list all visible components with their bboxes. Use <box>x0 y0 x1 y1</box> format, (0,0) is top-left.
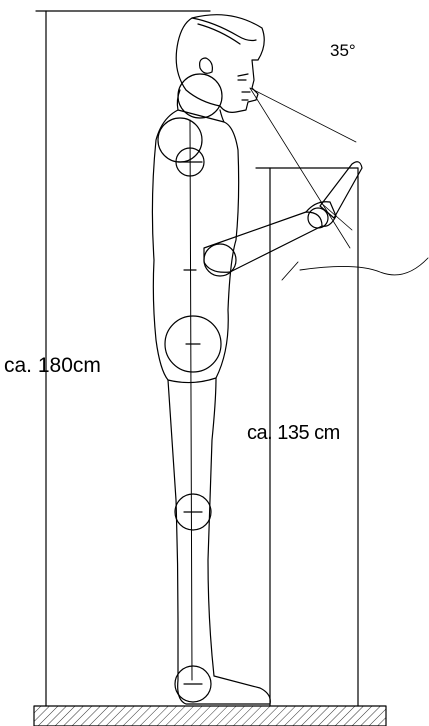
hair <box>191 17 257 45</box>
torso <box>151 109 240 384</box>
body-height-label: ca. 180cm <box>4 354 101 377</box>
tablet <box>319 161 363 219</box>
view-angle-label: 35° <box>330 41 356 60</box>
device-height-dimension <box>255 167 359 707</box>
head <box>175 14 265 113</box>
body-height-dimension <box>35 10 211 707</box>
leg <box>167 377 271 705</box>
nose-mouth <box>241 91 251 101</box>
hand <box>305 201 337 227</box>
human-figure <box>151 14 363 705</box>
ear <box>199 57 213 74</box>
upper-arm <box>203 211 323 273</box>
floor <box>33 705 387 726</box>
eye <box>237 73 249 81</box>
view-angle-arc <box>281 257 429 281</box>
device-height-label: ca. 135 cm <box>247 422 340 444</box>
